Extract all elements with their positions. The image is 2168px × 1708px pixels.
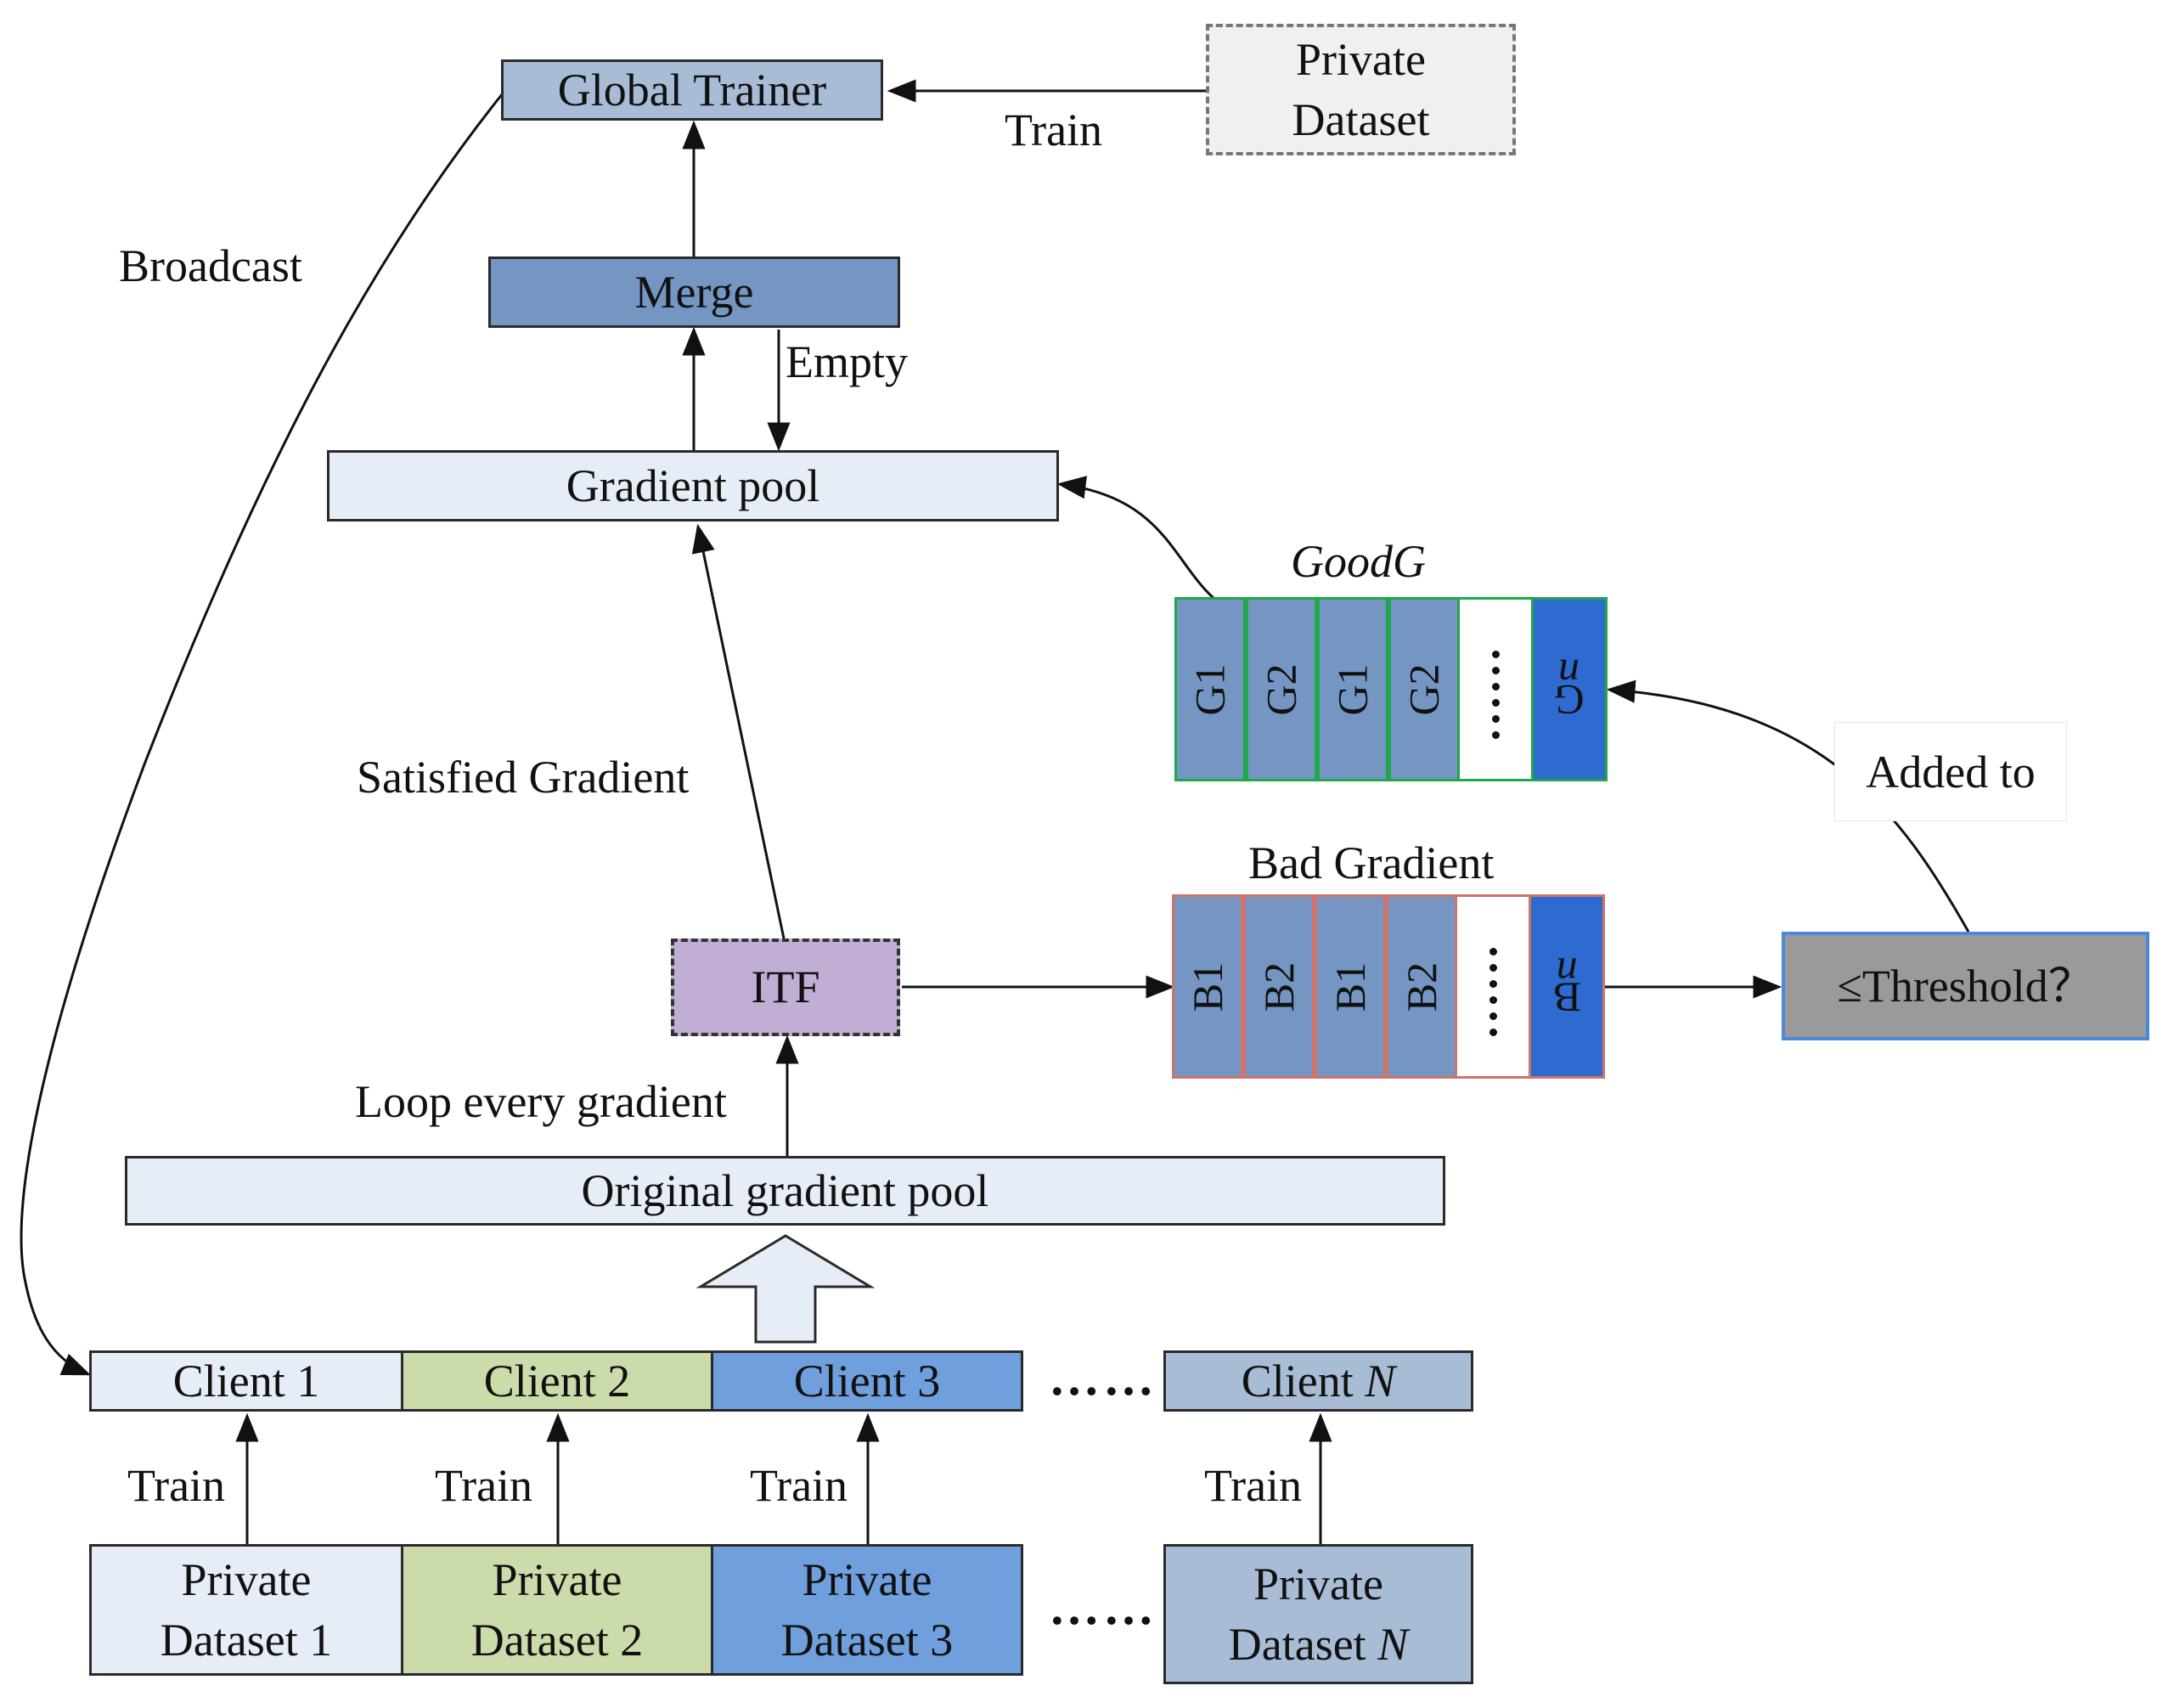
original-gradient-pool-box: Original gradient pool (125, 1156, 1445, 1226)
clients-ellipsis: …… (1049, 1350, 1157, 1406)
added-to-label-box: Added to (1834, 722, 2067, 821)
dataset-3-line1: Private (802, 1554, 932, 1606)
private-dataset-top-line2: Dataset (1292, 93, 1430, 145)
goodg-vdots (1487, 646, 1504, 743)
merge-label: Merge (634, 266, 754, 318)
dataset-n-line2: Dataset N (1228, 1618, 1409, 1670)
train-label-2: Train (435, 1460, 533, 1511)
goodg-cell-n: Gn (1531, 597, 1608, 781)
itf-box: ITF (671, 939, 900, 1036)
bad-cell-4: B2 (1386, 894, 1457, 1079)
bad-gradient-title: Bad Gradient (1248, 837, 1495, 888)
train-label-3: Train (750, 1460, 848, 1511)
original-gradient-pool-label: Original gradient pool (581, 1164, 989, 1216)
empty-label: Empty (786, 336, 908, 387)
goodg-cell-2: G2 (1246, 597, 1317, 781)
goodg-cell-1: G1 (1174, 597, 1246, 781)
dataset-n-box: Private Dataset N (1163, 1544, 1473, 1684)
train-label-n: Train (1204, 1460, 1303, 1511)
datasets-ellipsis: …… (1049, 1579, 1157, 1635)
client-3-box: Client 3 (711, 1350, 1023, 1412)
arrow-good-to-pool (1056, 476, 1216, 600)
bad-gradient-group: B1 B2 B1 B2 Bn (1172, 894, 1605, 1079)
bad-cell-1: B1 (1172, 894, 1243, 1079)
broadcast-label: Broadcast (119, 240, 302, 291)
itf-label: ITF (751, 961, 820, 1013)
client-n-label: Client N (1241, 1355, 1396, 1406)
client-1-label: Client 1 (172, 1355, 320, 1406)
goodg-cell-4: G2 (1388, 597, 1460, 781)
arrow-broadcast (20, 93, 504, 1376)
bad-cell-n: Bn (1529, 894, 1605, 1079)
train-label-1: Train (127, 1460, 226, 1511)
dataset-1-box: Private Dataset 1 (89, 1544, 403, 1676)
global-trainer-label: Global Trainer (557, 64, 827, 116)
client-1-box: Client 1 (89, 1350, 403, 1412)
dataset-1-line1: Private (181, 1554, 312, 1606)
arrow-itf-to-pool (691, 523, 786, 939)
goodg-title: GoodG (1291, 536, 1426, 587)
gradient-pool-label: Gradient pool (566, 459, 820, 511)
dataset-2-line1: Private (492, 1554, 622, 1606)
dataset-2-box: Private Dataset 2 (401, 1544, 713, 1676)
client-n-box: Client N (1163, 1350, 1473, 1412)
client-3-label: Client 3 (793, 1355, 941, 1406)
dataset-1-line2: Dataset 1 (160, 1614, 333, 1666)
threshold-label: ≤Threshold？ (1837, 960, 2094, 1012)
big-up-arrow (695, 1234, 876, 1344)
private-dataset-top-box: Private Dataset (1206, 24, 1516, 155)
added-to-label: Added to (1866, 746, 2036, 798)
bad-cell-2: B2 (1243, 894, 1315, 1079)
threshold-box: ≤Threshold？ (1782, 932, 2149, 1040)
loop-every-gradient-label: Loop every gradient (355, 1076, 727, 1127)
dataset-3-line2: Dataset 3 (780, 1614, 954, 1666)
client-2-box: Client 2 (401, 1350, 713, 1412)
private-dataset-top-line1: Private (1296, 34, 1426, 86)
dataset-2-line2: Dataset 2 (470, 1614, 644, 1666)
bad-vdots (1484, 944, 1501, 1040)
gradient-pool-box: Gradient pool (327, 450, 1059, 521)
dataset-3-box: Private Dataset 3 (711, 1544, 1023, 1676)
train-label-top: Train (1005, 104, 1103, 155)
dataset-n-line1: Private (1253, 1559, 1383, 1610)
satisfied-gradient-label: Satisfied Gradient (357, 752, 690, 803)
bad-cell-3: B1 (1315, 894, 1386, 1079)
goodg-group: G1 G2 G1 G2 Gn (1174, 597, 1608, 781)
goodg-cell-3: G1 (1317, 597, 1388, 781)
client-2-label: Client 2 (483, 1355, 631, 1406)
merge-box: Merge (488, 256, 900, 328)
global-trainer-box: Global Trainer (501, 59, 883, 121)
